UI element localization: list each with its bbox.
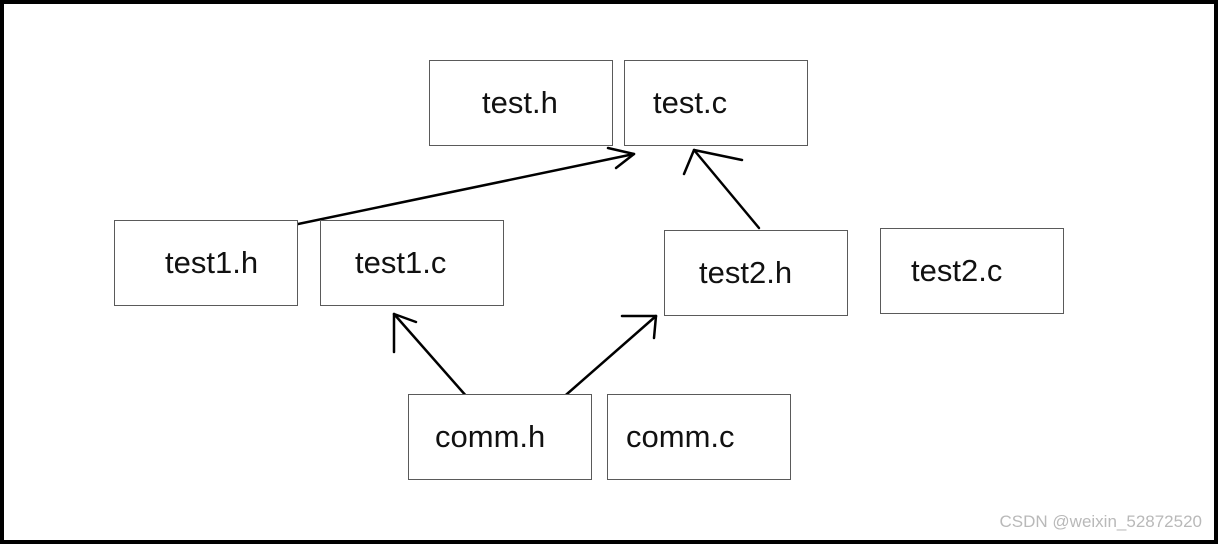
node-test1-c: test1.c xyxy=(320,220,504,306)
arrow-test2h-to-testc xyxy=(682,148,761,230)
watermark: CSDN @weixin_52872520 xyxy=(999,512,1202,531)
node-test2-h: test2.h xyxy=(664,230,848,316)
node-test2-c-label: test2.c xyxy=(911,253,1003,288)
node-test-c: test.c xyxy=(624,60,808,146)
node-test2-c: test2.c xyxy=(880,228,1064,314)
arrow-commh-to-test2h xyxy=(557,314,658,403)
node-test2-h-label: test2.h xyxy=(699,255,793,290)
node-test-h: test.h xyxy=(429,60,613,146)
node-comm-c-label: comm.c xyxy=(626,419,735,454)
node-comm-c: comm.c xyxy=(607,394,791,480)
node-test-h-label: test.h xyxy=(482,85,558,120)
node-test1-c-label: test1.c xyxy=(355,245,447,280)
node-test1-h-label: test1.h xyxy=(165,245,259,280)
node-comm-h: comm.h xyxy=(408,394,592,480)
node-comm-h-label: comm.h xyxy=(435,419,546,454)
node-test1-h: test1.h xyxy=(114,220,298,306)
node-test-c-label: test.c xyxy=(653,85,728,120)
